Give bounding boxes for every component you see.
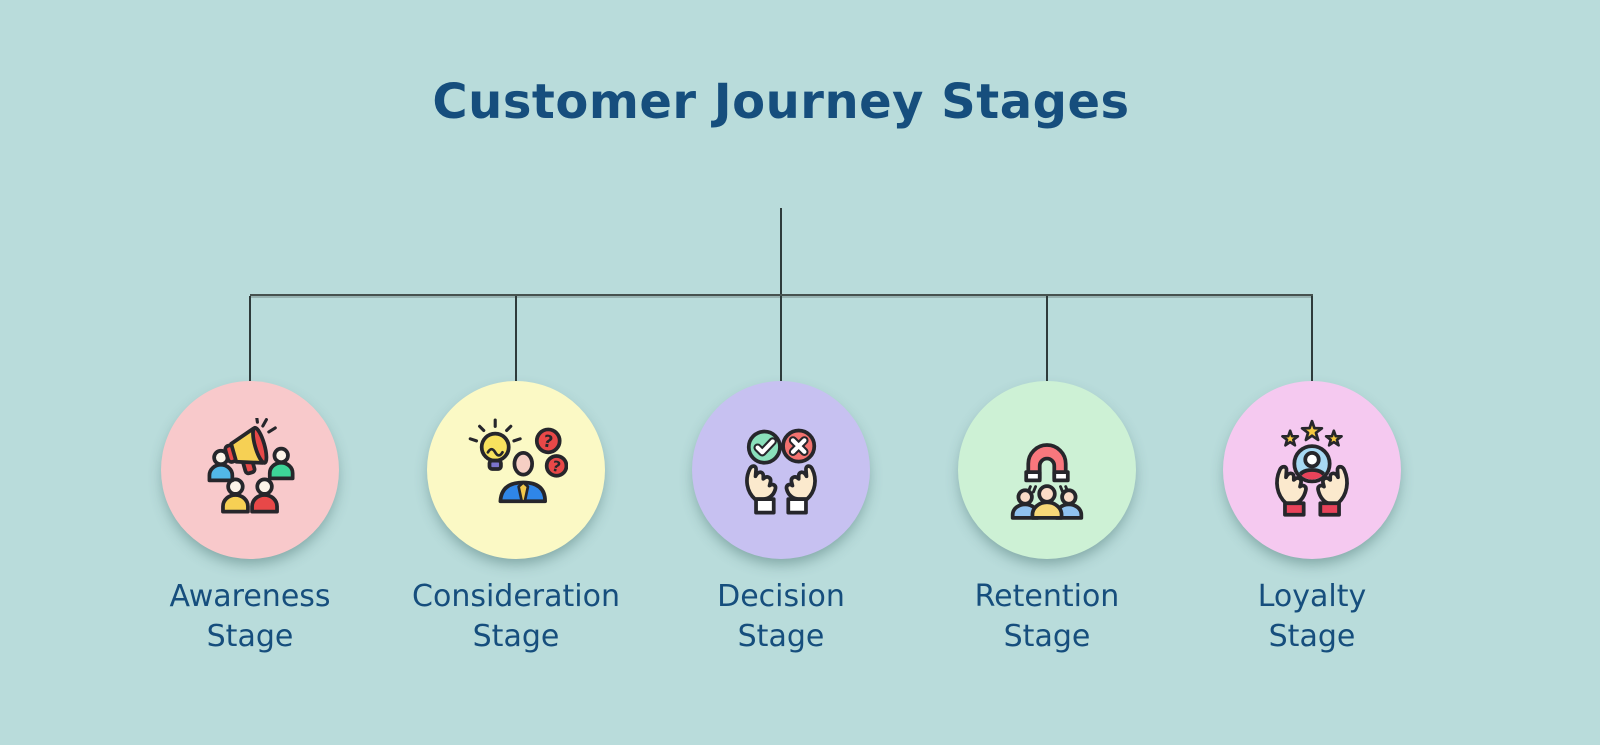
stage-circle-consideration: ? ? <box>427 381 605 559</box>
stage-label-retention: Retention Stage <box>974 579 1120 654</box>
stage-circle-decision <box>692 381 870 559</box>
hands-check-cross-icon <box>745 428 817 515</box>
hands-star-customer-icon <box>1275 419 1349 517</box>
magnet-customers-icon <box>1010 443 1084 520</box>
connector-stub-loyalty <box>1311 296 1313 382</box>
stage-label-decision: Decision Stage <box>717 579 845 654</box>
connector-stub-retention <box>1046 296 1048 382</box>
connector-stub-awareness <box>249 296 251 382</box>
stage-circle-awareness <box>161 381 339 559</box>
stage-circle-retention <box>958 381 1136 559</box>
svg-text:?: ? <box>550 458 562 476</box>
connector-branch-line <box>250 294 1313 296</box>
connector-stub-decision <box>780 296 782 382</box>
connector-root-line <box>780 208 782 294</box>
stage-circle-loyalty <box>1223 381 1401 559</box>
megaphone-audience-icon <box>207 418 295 514</box>
svg-text:?: ? <box>542 431 555 451</box>
idea-question-person-icon: ? ? <box>468 418 568 504</box>
page-title: Customer Journey Stages <box>432 74 1130 130</box>
stage-label-loyalty: Loyalty Stage <box>1257 579 1367 654</box>
connector-stub-consideration <box>515 296 517 382</box>
stage-label-consideration: Consideration Stage <box>412 579 620 654</box>
stage-label-awareness: Awareness Stage <box>169 579 331 654</box>
